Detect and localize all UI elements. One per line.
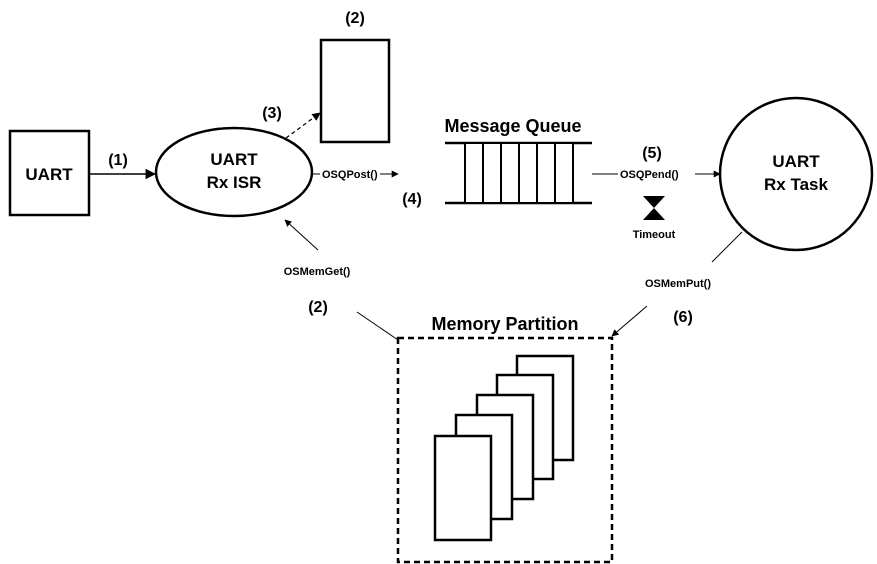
step-1-label: (1) [108,152,128,169]
osmemget-label: OSMemGet() [284,266,351,278]
timeout-label: Timeout [633,229,676,241]
osmemput-label: OSMemPut() [645,278,711,290]
osmemget-connector [356,311,399,341]
osqpend-label: OSQPend() [620,169,679,181]
osmemget-arrow [284,219,319,251]
queue-slot [554,142,574,204]
osqpost-label: OSQPost() [322,169,378,181]
uart-label: UART [25,165,73,184]
rx-isr-ellipse [154,126,314,218]
queue-slot [464,142,484,204]
step-3-label: (3) [262,105,282,122]
step-2-bottom-label: (2) [308,299,328,316]
osmemput-connector [711,231,743,263]
uart-box [8,129,91,217]
step-2-top-label: (2) [345,10,365,27]
isr-to-buffer-dashed-arrow [285,112,321,139]
queue-slot [518,142,538,204]
timeout-hourglass-icon [643,196,665,220]
buffer-box [319,38,391,144]
step-4-label: (4) [402,191,422,208]
rx-task-circle [718,96,874,252]
rx-task-label-line1: UART [772,152,820,171]
osmemput-arrow [611,305,648,337]
rx-isr-label-line1: UART [210,150,258,169]
queue-slot [482,142,502,204]
step-6-label: (6) [673,309,693,326]
memory-partition-title: Memory Partition [431,314,578,334]
rx-isr-label-line2: Rx ISR [207,173,262,192]
message-queue-title: Message Queue [444,116,581,136]
memory-block [433,434,493,542]
queue-slot [500,142,520,204]
rx-task-label-line2: Rx Task [764,175,828,194]
step-5-label: (5) [642,145,662,162]
queue-slot [536,142,556,204]
